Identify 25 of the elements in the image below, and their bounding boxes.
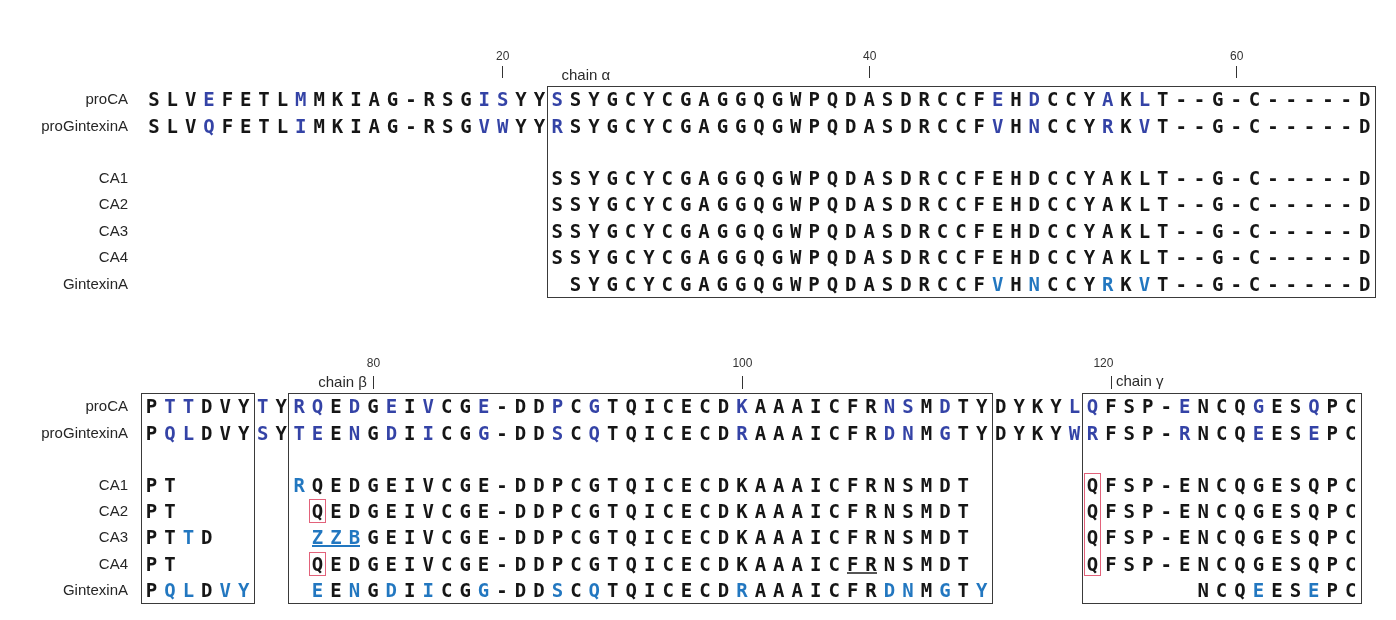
highlight-box [1083,472,1102,576]
row-label: GintexinA [62,274,128,294]
row-label: CA2 [98,194,128,214]
chain-label: chain β [318,371,367,392]
position-number: 100 [731,356,754,370]
row-label: CA3 [98,221,128,241]
row-label: CA1 [98,168,128,188]
row-label: GintexinA [62,580,128,600]
alignment-box [140,393,256,604]
position-number: 80 [365,356,382,370]
row-label: CA3 [98,527,128,547]
row-label: proCA [85,89,128,109]
row-label: proCA [85,396,128,416]
row-label: proGintexinA [41,423,128,443]
row-label: CA1 [98,475,128,495]
row-label: CA4 [98,554,128,574]
row-label: CA2 [98,501,128,521]
chain-label: chain α [561,64,611,85]
row-label: CA4 [98,247,128,267]
row-label: proGintexinA [41,116,128,136]
position-number: 120 [1092,356,1115,370]
position-number: 60 [1228,49,1245,63]
chain-label: chain γ [1115,370,1164,391]
position-number: 40 [861,49,878,63]
position-number: 20 [494,49,511,63]
